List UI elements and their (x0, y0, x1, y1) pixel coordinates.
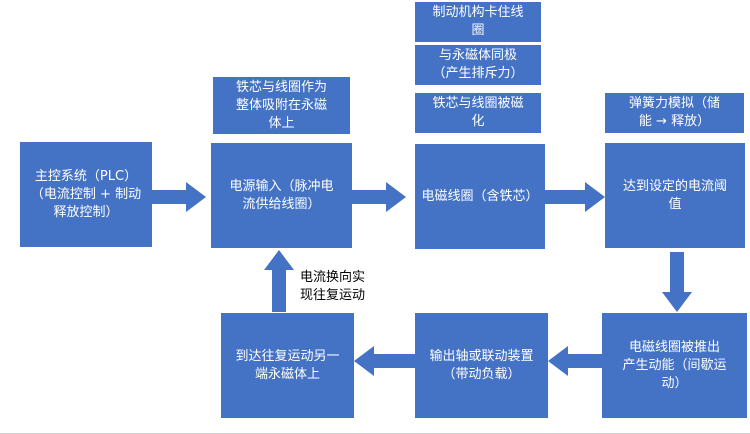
arrow-power-to-coil (352, 182, 406, 212)
note-spring-simulation: 弹簧力模拟（储 能 → 释放） (605, 93, 744, 133)
label-current-reversal: 电流换向实 现往复运动 (300, 270, 366, 303)
node-output-shaft: 输出轴或联动装置 （带动负载） (415, 313, 548, 418)
node-current-threshold: 达到设定的电流阈 值 (605, 143, 745, 248)
note-brake-mechanism: 制动机构卡住线 圈 (415, 2, 541, 42)
node-coil-pushed-out: 电磁线圈被推出 产生动能（间歇运 动） (602, 313, 747, 418)
arrow-threshold-to-pushed (662, 252, 692, 312)
arrow-pushed-to-output (548, 346, 602, 376)
arrow-plc-to-power (152, 182, 206, 212)
note-same-pole-repulsion: 与永磁体同极 （产生排斥力） (415, 45, 541, 85)
node-electromagnetic-coil: 电磁线圈（含铁芯） (415, 144, 545, 249)
node-reach-other-end: 到达往复运动另一 端永磁体上 (221, 313, 354, 418)
arrow-output-to-otherend (354, 346, 415, 376)
node-plc-controller: 主控系统（PLC） （电流控制 + 制动 释放控制） (20, 142, 152, 247)
node-power-input: 电源输入（脉冲电 流供给线圈） (211, 143, 352, 248)
arrow-otherend-to-power (264, 250, 294, 312)
note-adsorbed-on-magnet: 铁芯与线圈作为 整体吸附在永磁 体上 (213, 77, 350, 134)
note-core-magnetized: 铁芯与线圈被磁 化 (415, 93, 541, 133)
arrow-coil-to-threshold (545, 182, 605, 212)
